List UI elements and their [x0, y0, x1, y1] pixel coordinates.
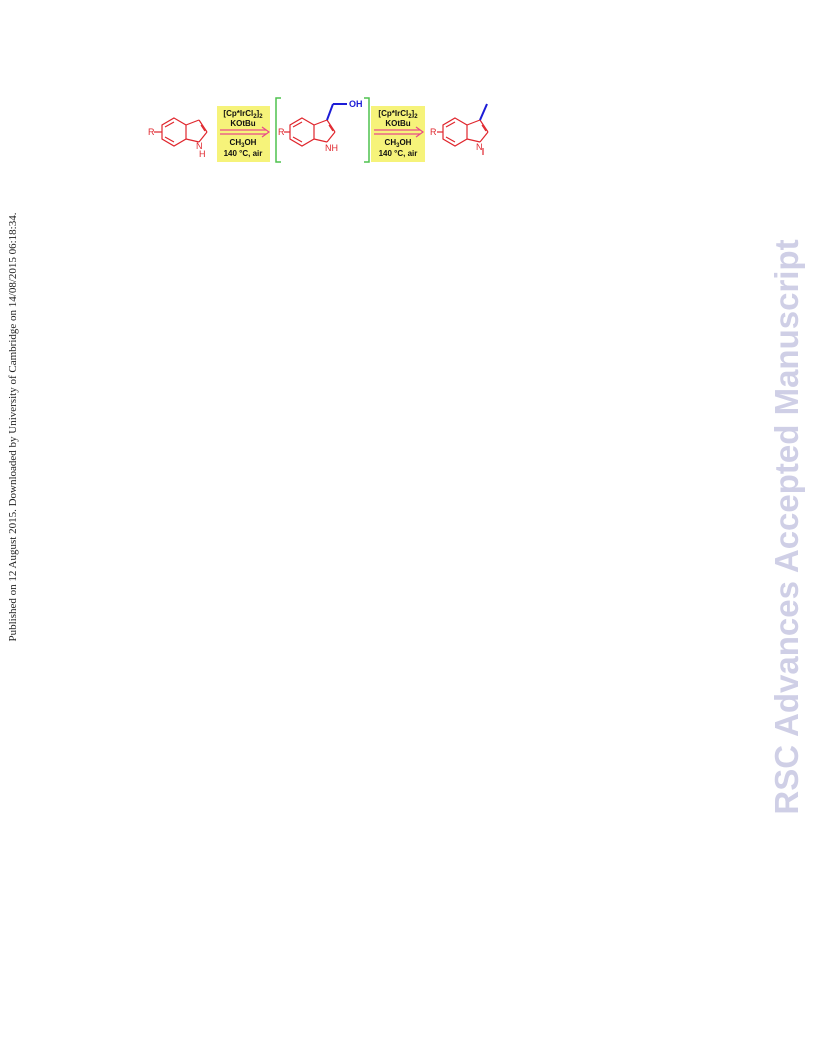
- indole-product: [437, 117, 489, 155]
- indole-reactant: [154, 117, 208, 147]
- indole-nh-2: NH: [325, 143, 338, 153]
- hydroxyl-label: OH: [349, 99, 363, 109]
- hydroxymethyl-group: [326, 103, 347, 121]
- solvent-1: CH3OH: [230, 138, 257, 149]
- base-1: KOtBu: [230, 119, 255, 128]
- indole-h-1: H: [199, 149, 206, 159]
- substituent-r-1: R: [148, 127, 155, 137]
- methyl-group: [479, 103, 488, 121]
- substituent-r-3: R: [430, 127, 437, 137]
- indole-intermediate: [284, 117, 336, 147]
- temperature-1: 140 °C, air: [224, 149, 263, 158]
- catalyst-2: [Cp*IrCl2]2: [378, 109, 418, 120]
- temperature-2: 140 °C, air: [379, 149, 418, 158]
- base-2: KOtBu: [385, 119, 410, 128]
- solvent-2: CH3OH: [385, 138, 412, 149]
- intermediate-brackets: [275, 97, 370, 163]
- catalyst-1: [Cp*IrCl2]2: [223, 109, 263, 120]
- conditions-step-1: [Cp*IrCl2]2 KOtBu CH3OH 140 °C, air: [217, 106, 271, 162]
- substituent-r-2: R: [278, 127, 285, 137]
- conditions-step-2: [Cp*IrCl2]2 KOtBu CH3OH 140 °C, air: [371, 106, 425, 162]
- indole-n-1: N: [196, 141, 203, 151]
- double-arrow-2: [374, 126, 425, 138]
- double-arrow-1: [220, 126, 271, 138]
- indole-n-3: N: [476, 142, 483, 152]
